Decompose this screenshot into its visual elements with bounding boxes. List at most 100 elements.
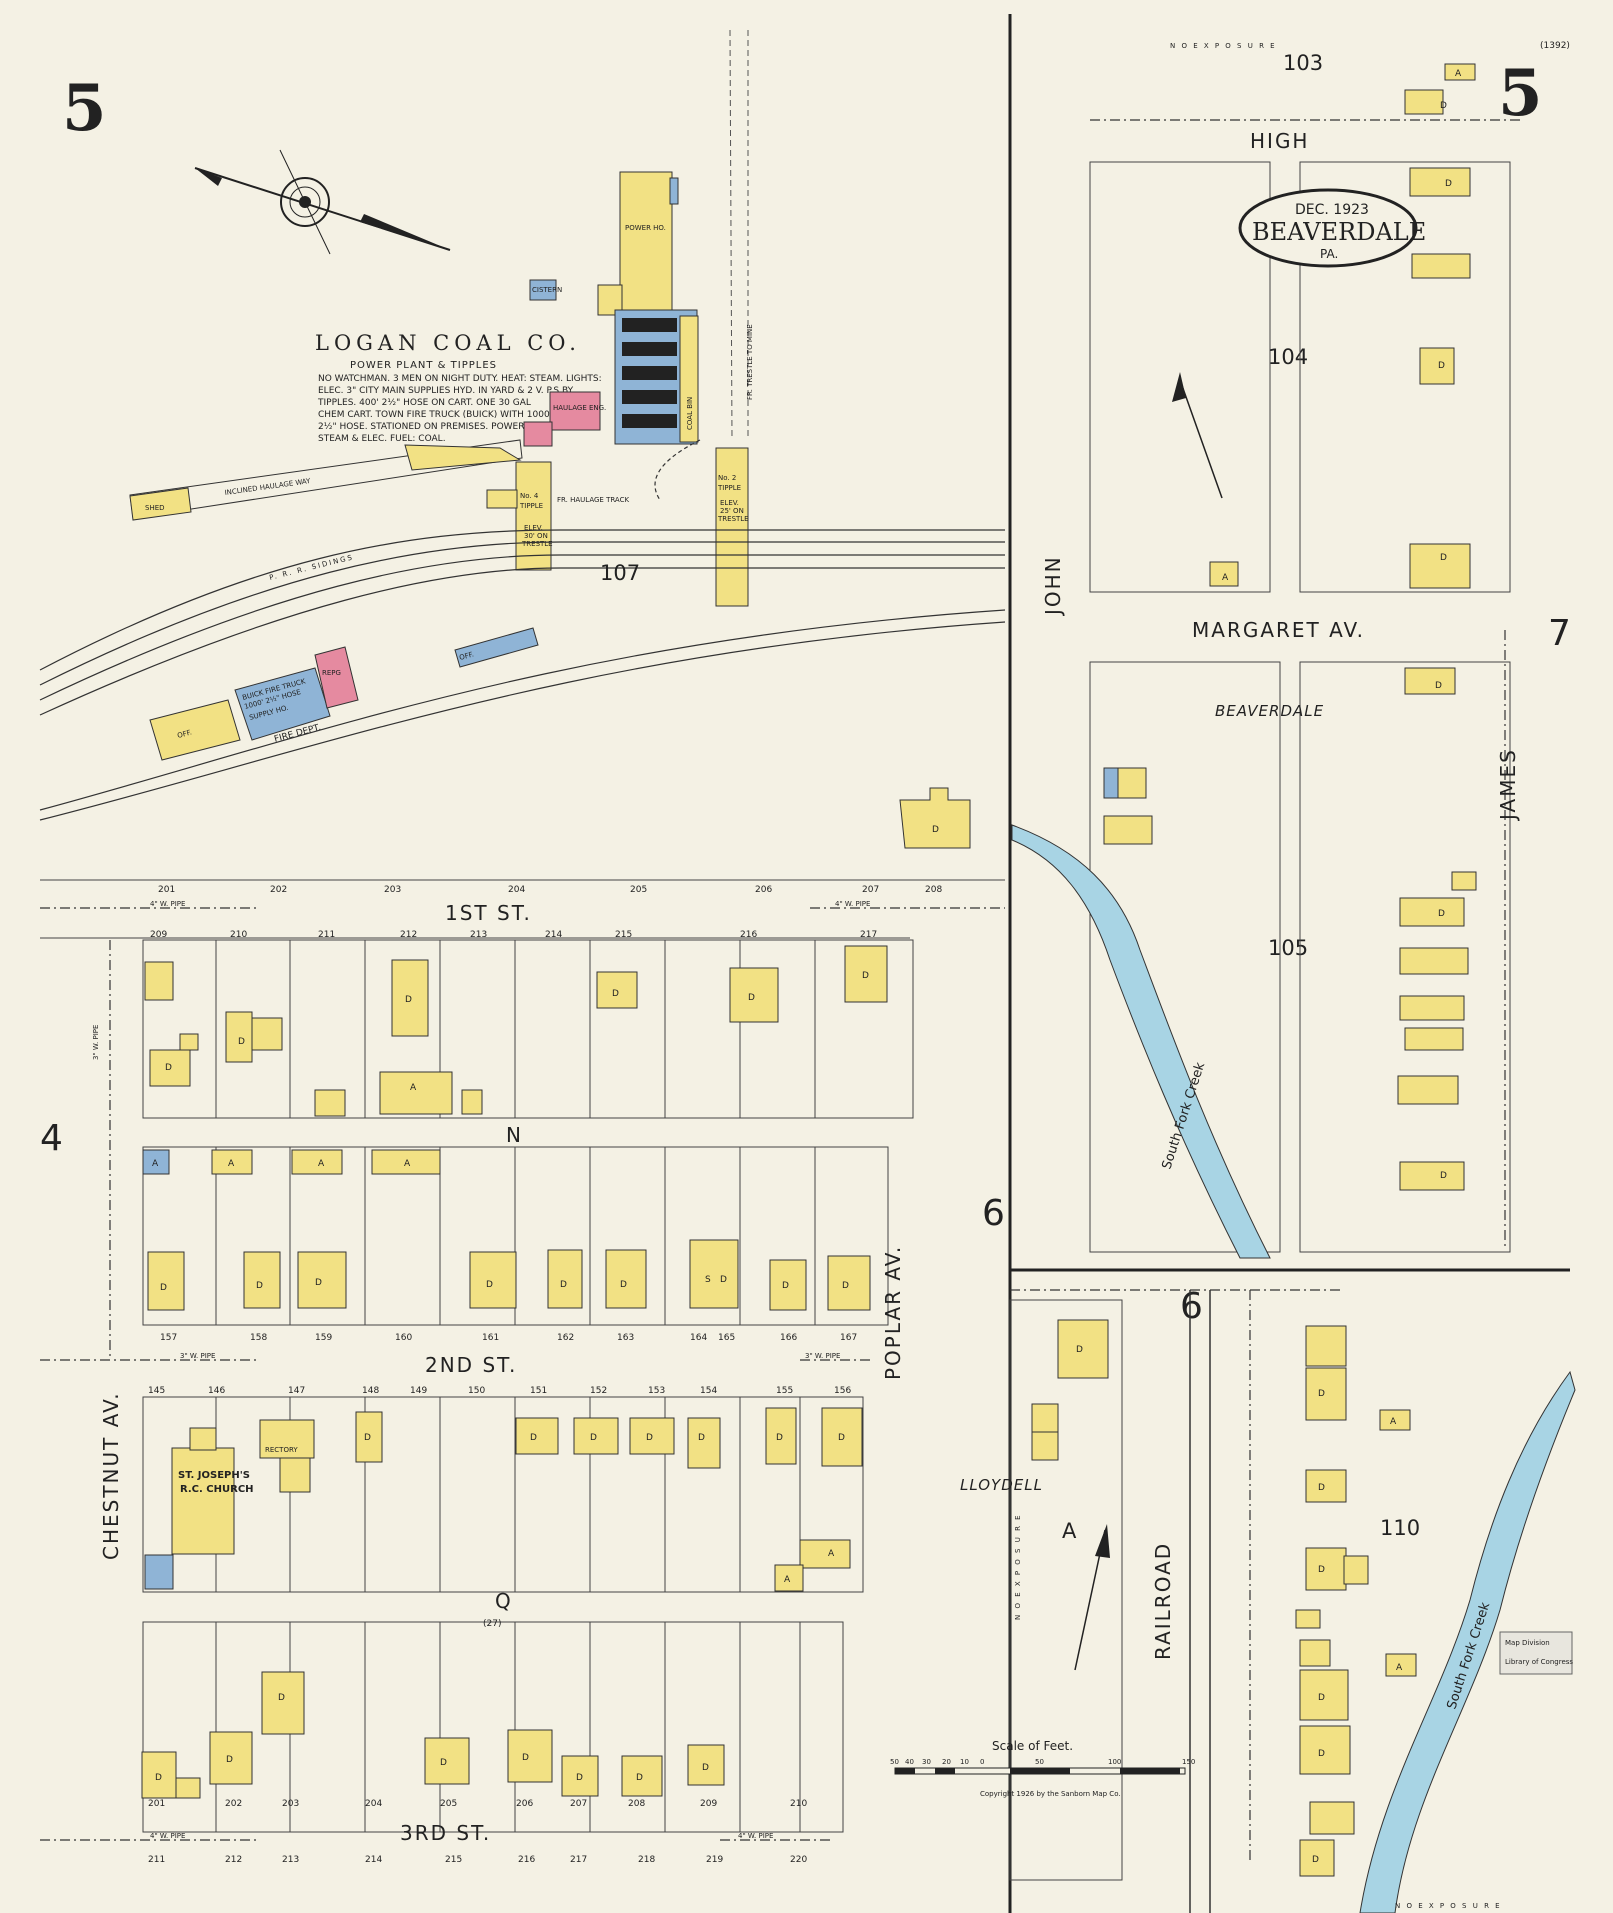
svg-text:213: 213: [470, 930, 487, 940]
svg-text:D: D: [776, 1433, 783, 1443]
pipe-label-second-st-east: 3" W. PIPE: [805, 1352, 840, 1360]
svg-text:152: 152: [590, 1386, 607, 1396]
svg-text:D: D: [560, 1280, 567, 1290]
svg-text:205: 205: [440, 1799, 457, 1809]
first-street-label: 1ST ST.: [445, 901, 532, 925]
svg-text:206: 206: [516, 1799, 533, 1809]
cistern-label: CISTERN: [532, 286, 562, 294]
svg-text:155: 155: [776, 1386, 793, 1396]
svg-text:205: 205: [630, 885, 647, 895]
svg-text:D: D: [590, 1433, 597, 1443]
svg-text:D: D: [1318, 1693, 1325, 1703]
svg-text:A: A: [1390, 1417, 1397, 1427]
exposure-label-bottom: N O E X P O S U R E: [1395, 1902, 1502, 1910]
block-105-west: [1089, 661, 1281, 1253]
svg-text:A: A: [1455, 69, 1462, 79]
svg-text:50: 50: [1035, 1758, 1044, 1766]
svg-text:217: 217: [570, 1855, 587, 1865]
block-105-east: [1299, 661, 1511, 1253]
lot-lines-row-4: [215, 1622, 801, 1832]
dwelling: [899, 787, 971, 849]
office-storage: [454, 627, 539, 668]
block-104: 104: [1268, 345, 1308, 369]
coal-bin-label: COAL BIN: [686, 397, 694, 430]
chestnut-av-label: CHESTNUT AV.: [99, 1391, 123, 1560]
svg-text:A: A: [828, 1549, 835, 1559]
svg-text:D: D: [646, 1433, 653, 1443]
haulage-track-line: [654, 439, 701, 501]
svg-text:D: D: [440, 1758, 447, 1768]
block-a-lot: [1009, 1299, 1123, 1881]
svg-text:210: 210: [230, 930, 247, 940]
pipe-label-first-st: 4" W. PIPE: [150, 900, 185, 908]
dwellings-right-upper: D A D D D D D D A: [1103, 63, 1477, 1191]
svg-text:D: D: [1435, 681, 1442, 691]
svg-text:0: 0: [980, 1758, 984, 1766]
svg-text:D: D: [1440, 101, 1447, 111]
pipe-label-first-st-east: 4" W. PIPE: [835, 900, 870, 908]
svg-text:D: D: [530, 1433, 537, 1443]
pipe-label-chestnut: 3" W. PIPE: [92, 1025, 100, 1060]
svg-text:D: D: [522, 1753, 529, 1763]
svg-text:145: 145: [148, 1386, 165, 1396]
svg-text:D: D: [405, 995, 412, 1005]
logan-note-4: CHEM CART. TOWN FIRE TRUCK (BUICK) WITH …: [318, 410, 552, 420]
tipple-2-height: 25' ON: [720, 507, 744, 515]
svg-text:151: 151: [530, 1386, 547, 1396]
dwellings-row-4: D D D D D D D D: [141, 1671, 725, 1799]
poplar-av-label: POPLAR AV.: [881, 1245, 905, 1380]
power-house: [619, 171, 673, 311]
dwelling-label: D: [932, 825, 939, 835]
svg-text:150: 150: [468, 1386, 485, 1396]
svg-text:218: 218: [638, 1855, 655, 1865]
office-storage-label: OFF.: [458, 650, 474, 662]
tipple-2: [715, 447, 749, 607]
adjacent-sheet-7: 7: [1548, 613, 1571, 654]
svg-text:A: A: [784, 1575, 791, 1585]
haulage-engine-label: HAULAGE ENG.: [553, 404, 606, 412]
svg-text:162: 162: [557, 1333, 574, 1343]
alley-n-label: N: [506, 1123, 523, 1147]
trestle-label: FR. TRESTLE TO MINE: [746, 324, 754, 400]
svg-text:A: A: [228, 1159, 235, 1169]
svg-text:D: D: [698, 1433, 705, 1443]
pipe-label-third-st: 4" W. PIPE: [150, 1832, 185, 1840]
alley-q-number: (27): [483, 1619, 501, 1629]
power-house-label: POWER HO.: [625, 224, 666, 232]
svg-text:D: D: [1318, 1749, 1325, 1759]
rectory-label: RECTORY: [265, 1446, 298, 1454]
svg-text:10: 10: [960, 1758, 969, 1766]
svg-text:D: D: [702, 1763, 709, 1773]
logan-note-2: ELEC. 3" CITY MAIN SUPPLIES HYD. IN YARD…: [318, 386, 574, 396]
svg-text:213: 213: [282, 1855, 299, 1865]
svg-text:207: 207: [862, 885, 879, 895]
svg-text:214: 214: [365, 1855, 382, 1865]
block-104-west: [1089, 161, 1271, 593]
church-annex: [144, 1554, 174, 1590]
repg-label: REPG: [322, 669, 341, 677]
svg-text:215: 215: [615, 930, 632, 940]
rectory-rear: [279, 1457, 311, 1493]
svg-text:204: 204: [508, 885, 525, 895]
margaret-av-label: MARGARET AV.: [1192, 618, 1365, 642]
office-label: OFF.: [176, 728, 192, 740]
svg-text:30: 30: [922, 1758, 931, 1766]
svg-text:156: 156: [834, 1386, 851, 1396]
svg-text:206: 206: [755, 885, 772, 895]
sheet-number-right: 5: [1498, 56, 1543, 131]
svg-text:219: 219: [706, 1855, 723, 1865]
svg-text:A: A: [318, 1159, 325, 1169]
svg-text:D: D: [782, 1281, 789, 1291]
logan-note-5: 2½" HOSE. STATIONED ON PREMISES. POWER:: [318, 422, 527, 432]
svg-text:A: A: [1396, 1663, 1403, 1673]
svg-text:163: 163: [617, 1333, 634, 1343]
trestle-line: [729, 29, 733, 441]
svg-text:A: A: [410, 1083, 417, 1093]
haulage-engine: [549, 391, 601, 431]
corner-code: (1392): [1540, 41, 1570, 51]
svg-text:D: D: [748, 993, 755, 1003]
james-street-label: JAMES: [1496, 748, 1520, 822]
